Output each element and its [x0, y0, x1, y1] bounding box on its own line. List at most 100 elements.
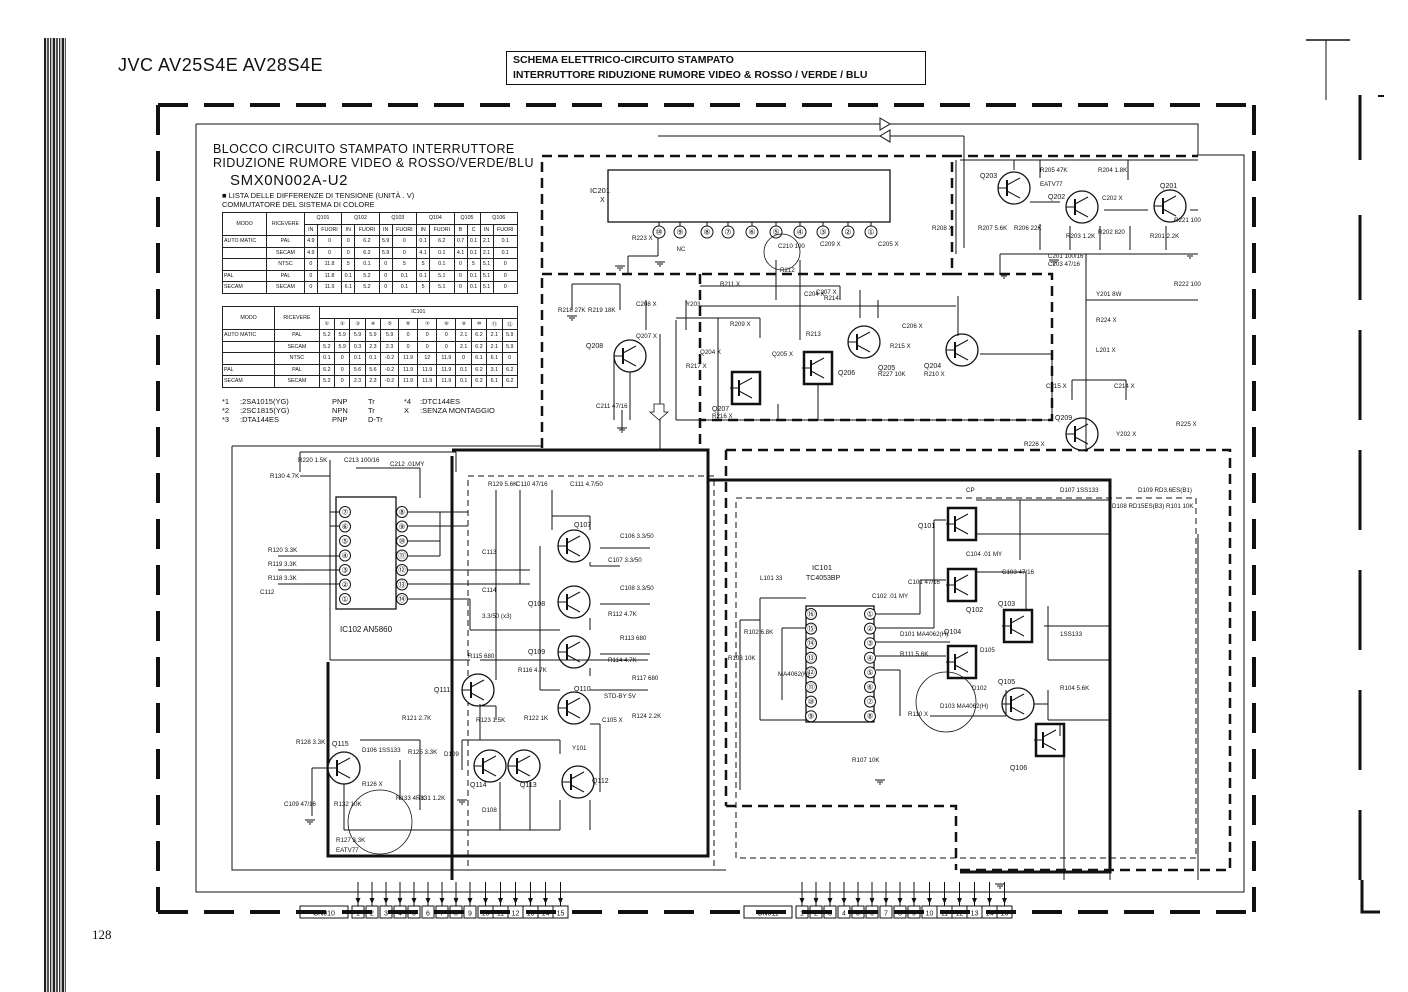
table-subheader: FUORI [316, 223, 343, 236]
component-label: 3.3/50 (x3) [482, 613, 512, 620]
connector-arrow [355, 898, 361, 904]
ic101-pin-number: ⑯ [807, 610, 815, 619]
connector-pin: 13 [527, 911, 535, 918]
legend-sym: Tr [368, 406, 375, 415]
table-row: MODO RICEVERE Q101 Q102 Q103 Q104 Q105 Q… [221, 212, 519, 236]
ic101-pin-number: ① [867, 610, 874, 619]
connector-arrow [439, 898, 445, 904]
table-header: Q104 [416, 212, 455, 225]
ic102-pin [396, 593, 408, 605]
component-label: Y201 8W [1096, 291, 1122, 298]
transistor-collector [1042, 729, 1057, 738]
transistor-emitter [1010, 706, 1025, 715]
connector-pin: 15 [1001, 911, 1009, 918]
table-cell-mode: AUTO MATIC [221, 235, 268, 248]
component-label: CP [966, 487, 975, 494]
page-number: 128 [92, 927, 112, 942]
connector-pin: 7 [440, 911, 444, 918]
connector-pin: 10 [482, 911, 490, 918]
legend-type: NPN [332, 406, 348, 415]
connector-arrow [498, 898, 503, 904]
ic102-pin [396, 549, 408, 562]
voltage-table-transistors: MODO RICEVERE Q101 Q102 Q103 Q104 Q105 Q… [221, 212, 519, 294]
transistor-emitter [622, 358, 637, 367]
transistor-collector [566, 641, 581, 650]
component-label: R130 4.7K [270, 473, 300, 480]
component-label: R222 100 [1174, 281, 1201, 288]
ic102-pin-number: ⑥ [342, 522, 349, 531]
ic102-pin [339, 535, 351, 547]
voltage-note-line2: COMMUTATORE DEL SISTEMA DI COLORE [222, 199, 375, 209]
ic102-pin [339, 593, 351, 605]
component-label: C204 X [804, 291, 825, 298]
table-cell-mode: SECAM [221, 281, 268, 294]
ic201-pin-number: ③ [819, 228, 826, 237]
ic101-pin-number: ③ [867, 639, 874, 648]
transistor-label: Q203 [980, 173, 997, 180]
transistor-label: Q206 [838, 370, 855, 377]
block-border [726, 448, 1232, 872]
connector-arrow [942, 898, 947, 904]
transistor-label: Q101 [918, 523, 935, 530]
table-header: MODO [221, 306, 276, 330]
ic102-pin-number: ⑧ [399, 508, 406, 517]
voltage-list-note: ■ LISTA DELLE DIFFERENZE DI TENSIONE (UN… [222, 191, 415, 209]
connector-pin: 2 [370, 911, 374, 918]
ic101-pin [805, 637, 817, 650]
transistor-collector [336, 757, 351, 766]
component-label: R117 680 [632, 675, 659, 682]
component-label: 1SS133 [1060, 631, 1083, 638]
ic201-block-border [540, 154, 954, 276]
ic201-pin-number: ⑨ [676, 228, 683, 237]
ic102-pin-number: ⑫ [398, 566, 406, 575]
connector-label: CN011 [757, 911, 778, 918]
ic101-pin-number: ⑦ [867, 697, 874, 706]
ic201-pin [673, 225, 687, 239]
highlight-circle [915, 671, 977, 733]
connector-arrow [911, 898, 917, 904]
transistor-label: Q115 [332, 741, 349, 748]
component-label: R103 10K [728, 655, 756, 662]
connector-arrow [411, 898, 417, 904]
component-label: C206 X [902, 323, 923, 330]
transistor-emitter [566, 710, 581, 719]
component-label: C107 3.3/50 [608, 557, 642, 564]
component-label: R214 [824, 295, 839, 302]
connector-pin: 5 [412, 911, 416, 918]
transistor-collector [1162, 195, 1177, 204]
transistor-emitter [954, 664, 969, 673]
transistor-label: Q103 [998, 601, 1015, 608]
legend-type: PNP [332, 397, 348, 406]
sheet-title-line2: INTERRUTTORE RIDUZIONE RUMORE VIDEO & RO… [513, 69, 868, 81]
component-label: L101 33 [760, 575, 783, 582]
ic201-label: IC201 [590, 186, 610, 195]
ic201-pin [745, 225, 759, 239]
connector-pin: 6 [426, 911, 430, 918]
voltage-note-line1: ■ LISTA DELLE DIFFERENZE DI TENSIONE (UN… [222, 191, 415, 200]
component-label: R201 2.2K [1150, 233, 1180, 240]
table-cell-value: 6.2 [429, 235, 455, 248]
component-label: EATV77 [1040, 181, 1063, 188]
transistor-emitter [566, 548, 581, 557]
component-label: D108 RD15ES(B3) [1112, 503, 1164, 510]
component-label: R104 5.6K [1060, 685, 1090, 692]
ic201-pin-number: ⑩ [655, 228, 662, 237]
table-cell-value: 5.2 [354, 281, 380, 294]
transistor-emitter [336, 770, 351, 779]
connector-arrow [1002, 898, 1007, 904]
component-label: R217 X [686, 363, 707, 370]
highlight-circle [347, 789, 413, 855]
component-label: C201 100/16 [1048, 253, 1084, 260]
component-label: R226 X [1024, 441, 1045, 448]
component-label: D102 [972, 685, 987, 692]
transistor-label: Q205 [878, 365, 895, 372]
ic102-pin [396, 520, 408, 533]
component-label: C112 [260, 589, 275, 596]
legend-n2: *4 [404, 397, 412, 406]
ic101-pin-number: ② [867, 624, 874, 633]
table-cell-value: -0.2 [380, 375, 400, 388]
component-label: C210 100 [778, 243, 805, 250]
component-label: R123 1.5K [476, 717, 506, 724]
ic101-pin [864, 622, 876, 635]
